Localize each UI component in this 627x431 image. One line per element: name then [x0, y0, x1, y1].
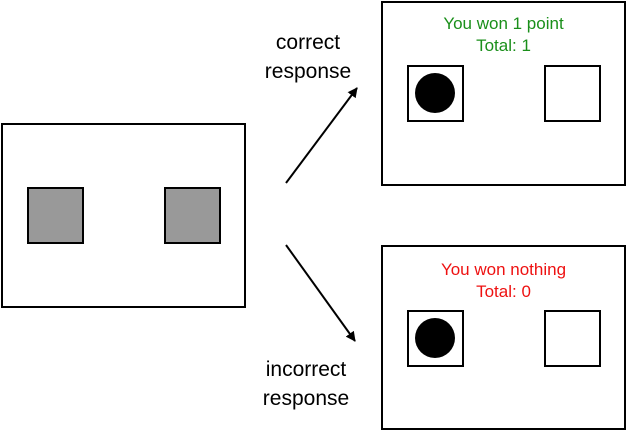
- correct-feedback-text: You won 1 point Total: 1: [383, 13, 624, 57]
- stimulus-panel: [1, 123, 246, 308]
- correct-other-square: [544, 65, 601, 122]
- incorrect-response-label: incorrect response: [246, 355, 366, 413]
- incorrect-feedback-line1: You won nothing: [440, 260, 567, 279]
- incorrect-feedback-panel: You won nothing Total: 0: [381, 245, 626, 430]
- incorrect-chosen-square: [407, 310, 464, 367]
- incorrect-feedback-line2: Total: 0: [476, 282, 531, 301]
- selection-dot-icon: [415, 318, 455, 358]
- correct-feedback-line2: Total: 1: [476, 36, 531, 55]
- correct-response-label: correct response: [248, 28, 368, 86]
- correct-arrow: [285, 87, 358, 184]
- correct-chosen-square: [407, 65, 464, 122]
- correct-label-line2: response: [264, 60, 352, 83]
- incorrect-feedback-text: You won nothing Total: 0: [383, 259, 624, 303]
- incorrect-arrow: [285, 244, 356, 342]
- stimulus-right-square: [164, 187, 221, 244]
- incorrect-other-square: [544, 310, 601, 367]
- stimulus-left-square: [27, 187, 84, 244]
- correct-feedback-panel: You won 1 point Total: 1: [381, 1, 626, 186]
- correct-feedback-line1: You won 1 point: [443, 14, 564, 33]
- selection-dot-icon: [415, 73, 455, 113]
- incorrect-label-line2: response: [262, 387, 350, 410]
- incorrect-label-line1: incorrect: [265, 358, 347, 381]
- correct-label-line1: correct: [275, 31, 341, 54]
